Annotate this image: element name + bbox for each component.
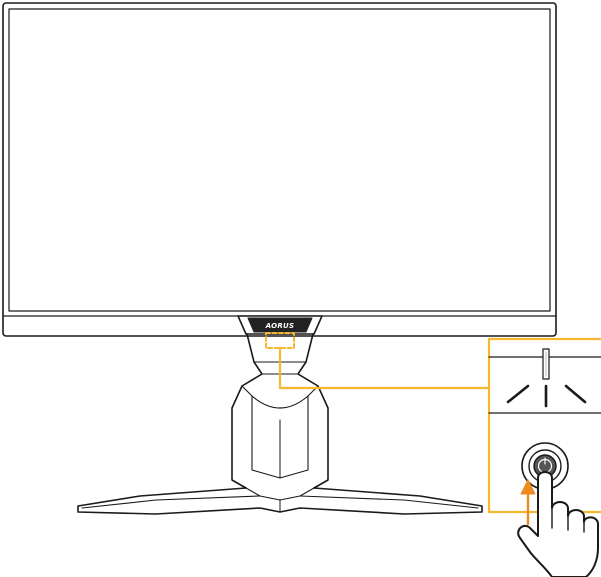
led-ray-right [564, 384, 587, 404]
monitor-panel [2, 2, 557, 337]
power-led-icon [506, 348, 587, 408]
press-up-arrow-icon [520, 479, 536, 526]
callout-connector [278, 346, 491, 390]
led-ray-left [506, 384, 530, 404]
brand-logo: AORUS [265, 322, 295, 330]
monitor-screen [8, 8, 551, 312]
monitor-stand [77, 333, 483, 515]
logo-plate: AORUS [237, 315, 323, 335]
hand-pointer-icon [517, 471, 599, 577]
